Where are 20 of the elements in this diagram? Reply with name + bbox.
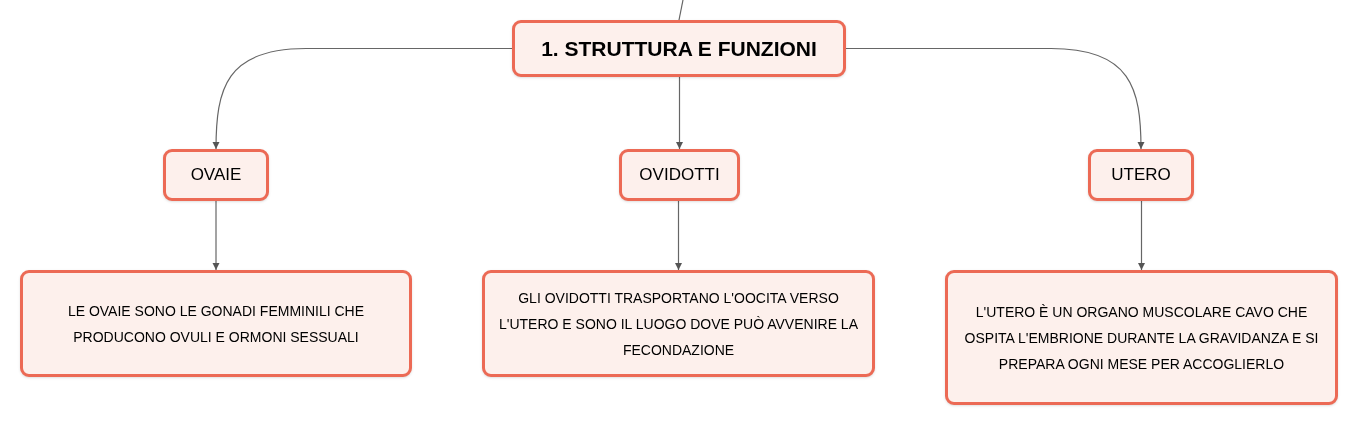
topic-label: UTERO	[1111, 164, 1171, 187]
title-box	[512, 20, 846, 77]
topic-label: OVIDOTTI	[639, 164, 720, 187]
connector-arrow	[674, 200, 683, 271]
connector-arrow	[212, 200, 220, 271]
title-text: 1. STRUTTURA E FUNZIONI	[541, 35, 817, 62]
description-box	[20, 270, 412, 377]
connector-arrow	[1137, 200, 1146, 271]
description-text: GLI OVIDOTTI TRASPORTANO L'OOCITA VERSO L'UTERO E SONO IL LUOGO DOVE PUÒ AVVENIRE LA FECONDAZIONE	[498, 288, 859, 360]
description-text: LE OVAIE SONO LE GONADI FEMMINILI CHE PRODUCONO OVULI E ORMONI SESSUALI	[66, 301, 366, 347]
connector-arrow	[212, 47, 513, 150]
topic-label: OVAIE	[190, 164, 242, 187]
description-box	[482, 270, 875, 377]
topic-box	[619, 149, 740, 201]
description-text: L'UTERO È UN ORGANO MUSCOLARE CAVO CHE OSPITA L'EMBRIONE DURANTE LA GRAVIDANZA E SI PREPARA OGNI MESE PER ACCOGLIERLO	[963, 302, 1320, 374]
topic-box	[163, 149, 269, 201]
description-box	[945, 270, 1338, 405]
topic-box	[1088, 149, 1194, 201]
connector-arrow	[675, 76, 684, 150]
connector-arrow	[845, 47, 1145, 150]
